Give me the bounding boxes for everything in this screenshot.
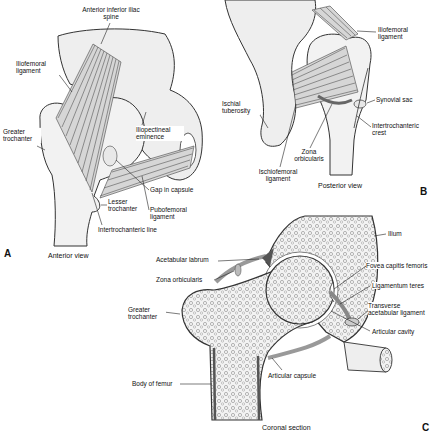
iliofemoral-ligament [56, 44, 121, 192]
ligament-fibers [314, 7, 355, 38]
ramus-cut-face [380, 348, 392, 372]
anterior-view-drawing [37, 23, 202, 246]
capsule-gap [103, 146, 117, 166]
part-label: Iliopectineal eminence [136, 126, 184, 141]
part-label: Body of femur [132, 380, 172, 387]
panel-letter: A [4, 248, 11, 260]
pubofemoral-ligament [100, 146, 194, 198]
part-label: Intertrochanteric crest [372, 122, 430, 137]
ligament-fibers [58, 45, 119, 190]
part-label: Articular capsule [268, 372, 316, 379]
femoral-head [266, 256, 334, 324]
view-title: Posterior view [318, 182, 362, 190]
zona-orbicularis-ring [235, 264, 241, 276]
zona-orbicularis-band [318, 96, 352, 103]
part-label: Ischiofemoral ligament [246, 168, 310, 183]
part-label: Ligamentum teres [372, 282, 424, 289]
part-label: Greater trochanter [128, 306, 166, 321]
cortical-bone [214, 348, 259, 420]
coronal-section-drawing [164, 216, 392, 420]
part-label: Intertrochanteric line [98, 226, 157, 233]
part-label: Synovial sac [376, 96, 413, 103]
part-label: Acetabular labrum [156, 256, 209, 263]
ischiofemoral-ligament [292, 46, 358, 108]
panel-letter: C [422, 422, 429, 434]
part-label: Fovea capitis femoris [366, 262, 427, 269]
ligament-fibers [292, 48, 357, 105]
part-label: Zona orbicularis [156, 276, 202, 283]
pubic-ramus [344, 342, 386, 372]
part-label: Lesser trochanter [108, 198, 146, 213]
part-label: Greater trochanter [3, 128, 41, 143]
part-label: Pubofemoral ligament [150, 206, 196, 221]
leader-line [37, 23, 149, 225]
panel-letter: B [420, 186, 427, 198]
part-label: Iliofemoral ligament [16, 60, 60, 75]
view-title: Coronal section [262, 424, 311, 432]
part-label: Articular cavity [372, 328, 414, 335]
posterior-view-drawing [225, 0, 376, 175]
part-label: Transverse acetabular ligament [368, 302, 430, 317]
part-label: Ischial tuberosity [222, 100, 260, 115]
leader-line [257, 31, 376, 167]
part-label: Gap in capsule [150, 186, 193, 193]
part-label: Anterior inferior iliac spine [78, 6, 144, 21]
acetabular-labrum [262, 248, 274, 266]
part-label: Iliofemoral ligament [378, 26, 426, 41]
iliofemoral-ligament [312, 6, 358, 40]
part-label: Zona orbicularis [290, 148, 328, 163]
part-label: Ilium [388, 230, 402, 237]
view-title: Anterior view [48, 252, 88, 260]
